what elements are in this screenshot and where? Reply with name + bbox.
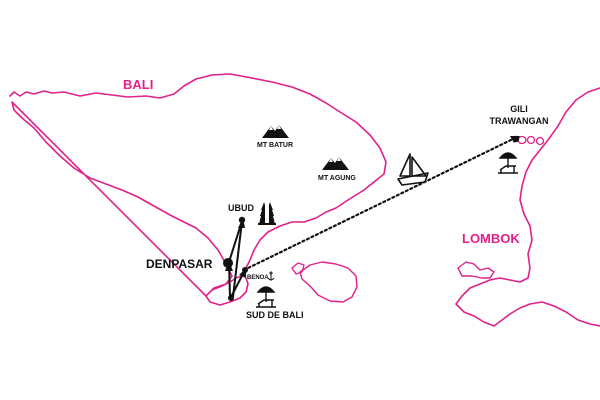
gili-island-3 [535, 136, 545, 146]
sailboat-icon [397, 153, 429, 186]
label-sud-de-bali: SUD DE BALI [246, 310, 304, 320]
gili-marker [512, 135, 520, 143]
gili-islands [517, 135, 545, 146]
beach-umbrella-icon [498, 152, 518, 174]
denpasar-marker [223, 258, 233, 268]
south-bali-marker [228, 295, 234, 301]
mountain-icon [322, 157, 349, 170]
lombok-island-outline [455, 87, 600, 327]
benoa-marker [242, 267, 248, 273]
label-benoa: BENOA [247, 275, 269, 281]
label-gili-line2: TRAWANGAN [490, 116, 549, 126]
gili-island-1 [517, 135, 527, 145]
gili-island-2 [526, 135, 536, 145]
label-mt-agung: MT AGUNG [318, 175, 356, 182]
route-ubud-south [232, 220, 243, 298]
lombok-coast-detail [457, 261, 495, 279]
anchor-icon [267, 271, 275, 281]
label-mt-batur: MT BATUR [257, 142, 293, 149]
label-lombok: LOMBOK [462, 231, 520, 246]
mountain-icon [262, 125, 289, 138]
label-gili-line1: GILI [510, 104, 528, 114]
ubud-marker [238, 216, 246, 224]
beach-umbrella-icon [256, 286, 276, 308]
label-bali: BALI [123, 77, 153, 92]
label-ubud: UBUD [228, 203, 254, 213]
label-denpasar: DENPASAR [146, 257, 213, 271]
temple-icon [258, 202, 276, 225]
ferry-route-dotted [242, 136, 517, 272]
nusa-lembongan-outline [291, 262, 305, 275]
nusa-penida-outline [299, 261, 358, 303]
